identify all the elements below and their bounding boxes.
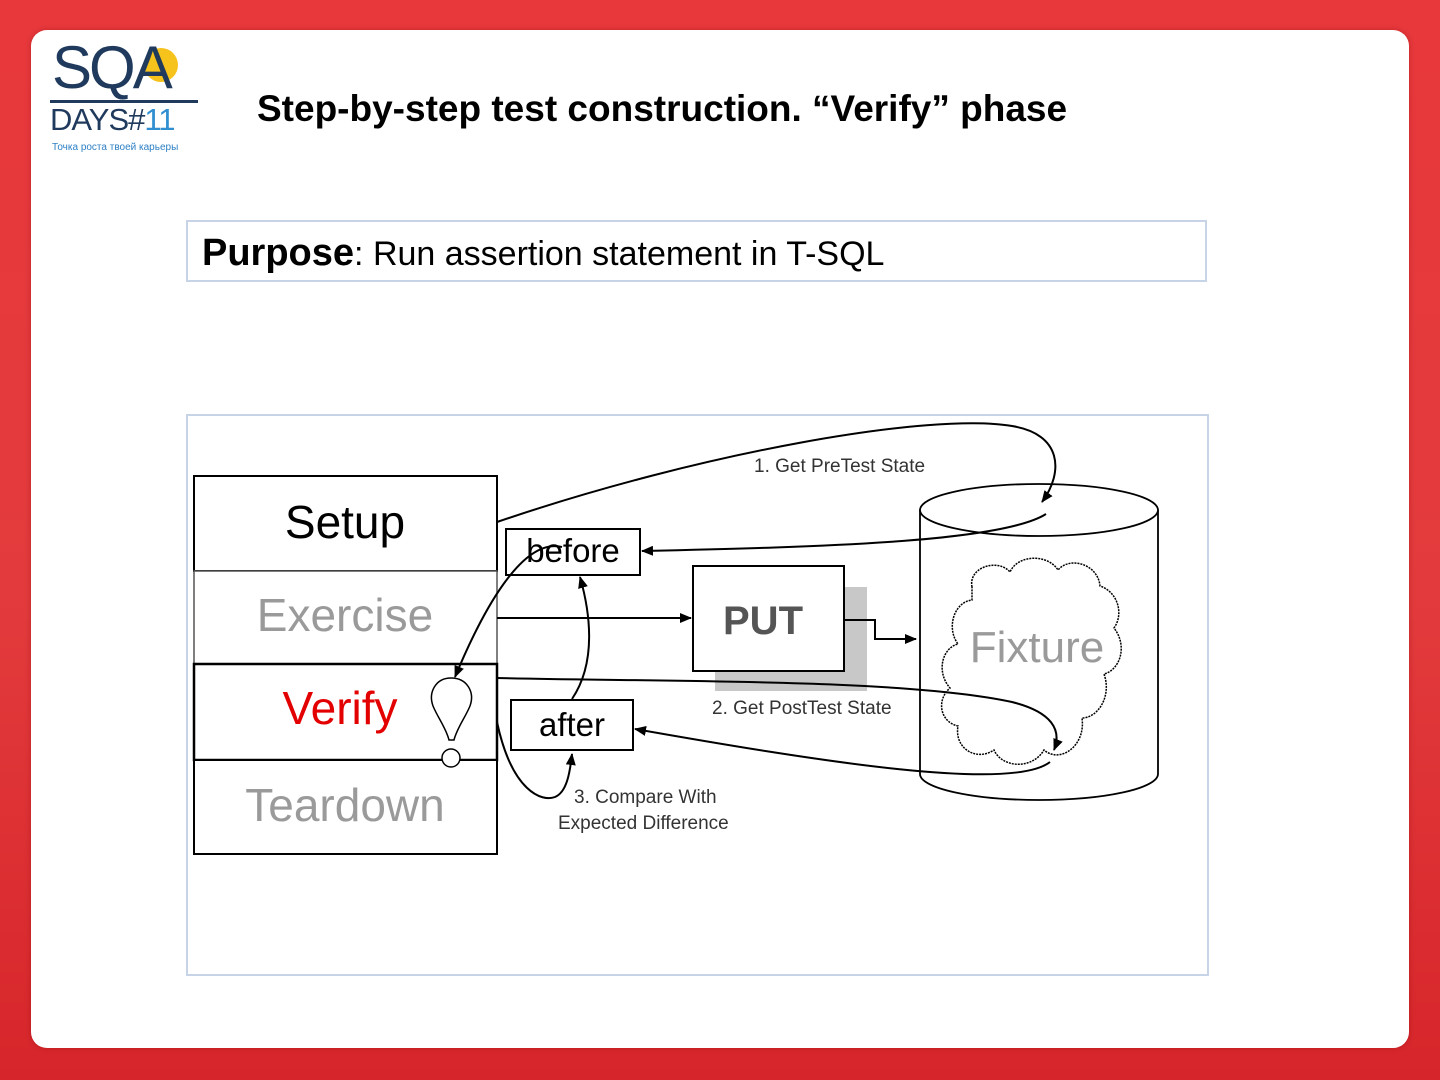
exercise-box bbox=[193, 570, 498, 665]
slide-title: Step-by-step test construction. “Verify”… bbox=[257, 88, 1068, 129]
before-label: before bbox=[526, 532, 620, 569]
after-label: after bbox=[539, 706, 605, 743]
diagram-frame: Setup Exercise Verify Teardown before af… bbox=[186, 414, 1209, 976]
fixture-database-icon bbox=[919, 483, 1159, 801]
step1-label: 1. Get PreTest State bbox=[754, 456, 925, 477]
after-box bbox=[510, 699, 634, 751]
step3-label-line2: Expected Difference bbox=[558, 813, 729, 834]
step2-label: 2. Get PostTest State bbox=[712, 698, 892, 719]
before-to-verify-arrow bbox=[454, 545, 563, 678]
phase-exercise: Exercise bbox=[257, 589, 433, 641]
purpose-text: : Run assertion statement in T-SQL bbox=[354, 235, 885, 273]
put-to-fixture-arrow bbox=[844, 619, 917, 644]
logo-tagline: Точка роста твоей карьеры bbox=[52, 142, 179, 153]
logo-sun-icon bbox=[144, 48, 178, 82]
setup-box bbox=[193, 475, 498, 572]
purpose-label: Purpose bbox=[202, 232, 355, 274]
put-label: PUT bbox=[723, 599, 803, 643]
fixture-label: Fixture bbox=[970, 623, 1104, 672]
sqa-days-logo: SQA DAYS#11 Точка роста твоей карьеры bbox=[48, 38, 208, 158]
compare-arrow bbox=[496, 721, 576, 799]
step3-label-line1: 3. Compare With bbox=[574, 787, 717, 808]
phase-setup: Setup bbox=[285, 496, 405, 548]
fixture-to-before-arrow bbox=[641, 513, 1047, 556]
logo-divider bbox=[50, 100, 198, 103]
after-to-before-arrow bbox=[571, 576, 591, 700]
pretest-arrow bbox=[496, 422, 1057, 523]
before-box bbox=[505, 528, 641, 576]
purpose-box: Purpose: Run assertion statement in T-SQ… bbox=[186, 220, 1207, 282]
phase-verify: Verify bbox=[282, 682, 397, 734]
verify-phase-diagram: Setup Exercise Verify Teardown before af… bbox=[192, 422, 1159, 855]
posttest-arrow bbox=[496, 677, 1063, 751]
logo-brand: SQA bbox=[52, 34, 173, 101]
fixture-to-after-arrow bbox=[634, 725, 1051, 776]
phase-teardown: Teardown bbox=[245, 779, 444, 831]
assertion-bulb-icon bbox=[430, 677, 473, 768]
teardown-box bbox=[193, 759, 498, 855]
put-box bbox=[692, 565, 845, 672]
logo-days: DAYS#11 bbox=[50, 102, 176, 137]
